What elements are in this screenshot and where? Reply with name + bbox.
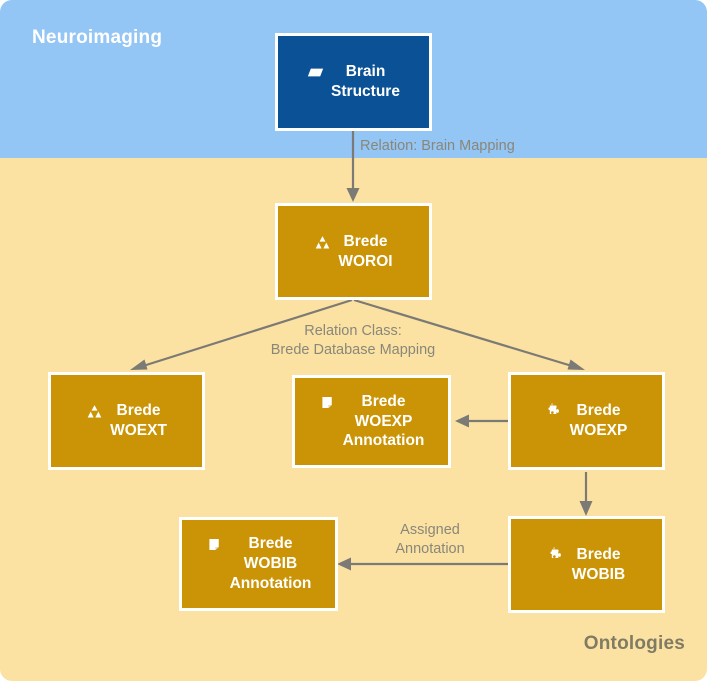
- note-icon: [208, 539, 219, 551]
- node-brain-structure-label: Brain Structure: [331, 63, 400, 100]
- node-brede-woexp-annotation-label: Brede WOEXP Annotation: [342, 392, 425, 450]
- edge-label-brede-database-mapping: Relation Class: Brede Database Mapping: [270, 323, 436, 359]
- edge-label-assigned-annotation: Assigned Annotation: [395, 522, 465, 558]
- node-brede-wobib-annotation-label: Brede WOBIB Annotation: [229, 535, 312, 592]
- node-brain-structure[interactable]: Brain Structure: [275, 33, 432, 131]
- puzzle-piece-icon: [548, 403, 559, 415]
- node-brede-woexp-content: Brede WOEXP: [546, 401, 628, 441]
- node-brede-woroi-content: Brede WOROI: [314, 232, 393, 272]
- edge-label-brain-mapping: Relation: Brain Mapping: [360, 138, 515, 154]
- node-brede-woext-content: Brede WOEXT: [86, 401, 167, 441]
- node-brede-woexp-annotation[interactable]: Brede WOEXP Annotation: [292, 375, 451, 468]
- node-brede-wobib-annotation-content: Brede WOBIB Annotation: [206, 534, 312, 593]
- lane-title-neuroimaging: Neuroimaging: [32, 27, 163, 48]
- node-brede-woroi[interactable]: Brede WOROI: [275, 203, 432, 300]
- node-brede-wobib-annotation[interactable]: Brede WOBIB Annotation: [179, 517, 338, 611]
- puzzle-piece-icon: [550, 546, 561, 558]
- node-brede-woroi-label: Brede WOROI: [338, 232, 393, 270]
- node-brede-woext[interactable]: Brede WOEXT: [48, 372, 205, 470]
- parallelogram-icon: [307, 68, 324, 77]
- note-icon: [321, 396, 332, 408]
- node-brede-woext-label: Brede WOEXT: [110, 402, 167, 439]
- node-brede-woexp[interactable]: Brede WOEXP: [508, 372, 665, 470]
- hierarchy-icon: [316, 235, 330, 249]
- lane-title-ontologies: Ontologies: [583, 633, 685, 654]
- node-brede-wobib-label: Brede WOBIB: [571, 545, 626, 583]
- node-brede-wobib-content: Brede WOBIB: [548, 545, 625, 585]
- node-brede-woexp-annotation-content: Brede WOEXP Annotation: [319, 392, 425, 451]
- node-brede-wobib[interactable]: Brede WOBIB: [508, 516, 665, 613]
- node-brain-structure-content: Brain Structure: [307, 62, 400, 102]
- hierarchy-icon: [87, 405, 102, 418]
- node-brede-woexp-label: Brede WOEXP: [569, 402, 628, 439]
